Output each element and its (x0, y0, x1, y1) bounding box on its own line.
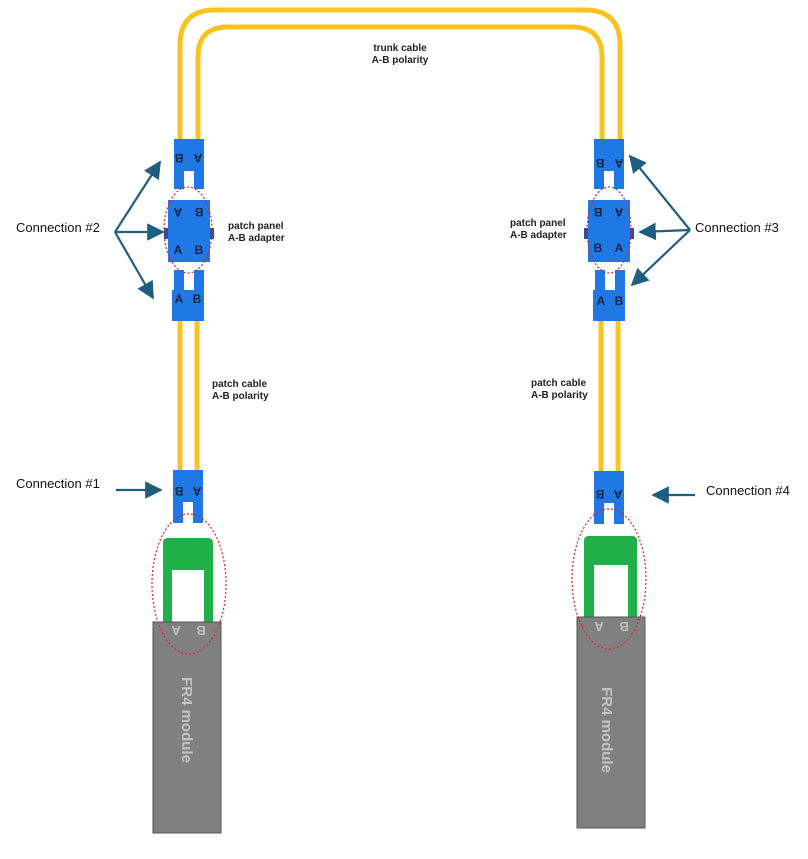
right-module-connector-pin-b: B (595, 487, 604, 501)
left-module-latch (163, 538, 213, 625)
right-adapter-body (588, 200, 630, 262)
right-lower-pin-a: A (597, 294, 606, 308)
left-patch-label-line2: A-B polarity (212, 391, 269, 402)
right-patch-label-line1: patch cable (531, 378, 586, 389)
right-adapter: B A B A (584, 200, 634, 262)
right-patch-label-line2: A-B polarity (531, 390, 588, 401)
right-module-body (576, 616, 646, 829)
right-module-highlight-ellipse (571, 508, 647, 650)
left-lower-pin-a: A (175, 292, 184, 306)
left-adapter-highlight-ellipse (163, 186, 213, 274)
right-adapter-highlight-ellipse (586, 186, 632, 274)
left-adapter-bottom-pin-a: A (174, 243, 183, 257)
right-lower-pin-b: B (615, 294, 624, 308)
left-module-label: FR4 module (178, 677, 195, 763)
right-upper-pin-b: B (595, 156, 604, 170)
left-upper-pin-a: A (193, 151, 202, 165)
left-module-pin-b: B (196, 623, 205, 638)
left-adapter-top-pin-b: B (194, 205, 203, 219)
trunk-cable (177, 7, 623, 143)
trunk-fiber-inner (195, 24, 605, 143)
left-patch-cable (177, 320, 200, 472)
right-module-pin-b: B (619, 619, 628, 634)
left-upper-pin-b: B (174, 151, 183, 165)
right-panel-label-line1: patch panel (510, 218, 566, 229)
right-module-label: FR4 module (598, 687, 615, 773)
left-module-pin-a: A (171, 623, 181, 638)
connection-2-label: Connection #2 (16, 220, 100, 235)
right-module-connector: B A (594, 471, 624, 524)
left-panel-label-line1: patch panel (228, 221, 284, 232)
left-module-connector: B A (173, 470, 203, 523)
right-adapter-top-pin-b: B (593, 205, 602, 219)
right-adapter-bottom-pin-a: A (615, 241, 624, 255)
left-lower-pin-b: B (193, 292, 202, 306)
right-module-pin-a: A (594, 619, 604, 634)
left-patch-label-line1: patch cable (212, 379, 267, 390)
right-upper-pin-a: A (614, 156, 623, 170)
connection-1-label: Connection #1 (16, 476, 100, 491)
right-upper-connector: B A (594, 139, 624, 189)
left-adapter: A B A B (164, 200, 214, 262)
right-adapter-bottom-pin-b: B (594, 241, 603, 255)
left-adapter-bottom-pin-b: B (195, 243, 204, 257)
left-adapter-top-pin-a: A (173, 205, 182, 219)
left-module-connector-pin-b: B (174, 484, 183, 498)
left-module-body (152, 621, 222, 834)
trunk-fiber-outer (177, 7, 623, 143)
left-upper-connector: B A (174, 139, 204, 189)
right-module-latch (584, 536, 637, 620)
connection-3-label: Connection #3 (695, 220, 779, 235)
connection-3-arrows (628, 154, 691, 287)
left-lower-connector: A B (172, 270, 204, 321)
right-adapter-top-pin-a: A (614, 205, 623, 219)
right-fr4-module: A B FR4 module (576, 536, 646, 829)
left-panel-label-line2: A-B adapter (228, 233, 285, 244)
left-fr4-module: A B FR4 module (152, 538, 222, 834)
right-lower-connector: A B (593, 270, 625, 321)
right-panel-label-line2: A-B adapter (510, 230, 567, 241)
right-patch-cable (598, 320, 621, 472)
connection-2-arrows (114, 160, 165, 300)
left-module-highlight-ellipse (151, 513, 227, 655)
trunk-cable-label-line2: A-B polarity (372, 55, 429, 66)
left-module-connector-pin-a: A (192, 484, 201, 498)
right-module-connector-pin-a: A (613, 487, 622, 501)
left-adapter-body (168, 200, 210, 262)
trunk-cable-label-line1: trunk cable (373, 43, 427, 54)
connection-4-label: Connection #4 (706, 483, 790, 498)
